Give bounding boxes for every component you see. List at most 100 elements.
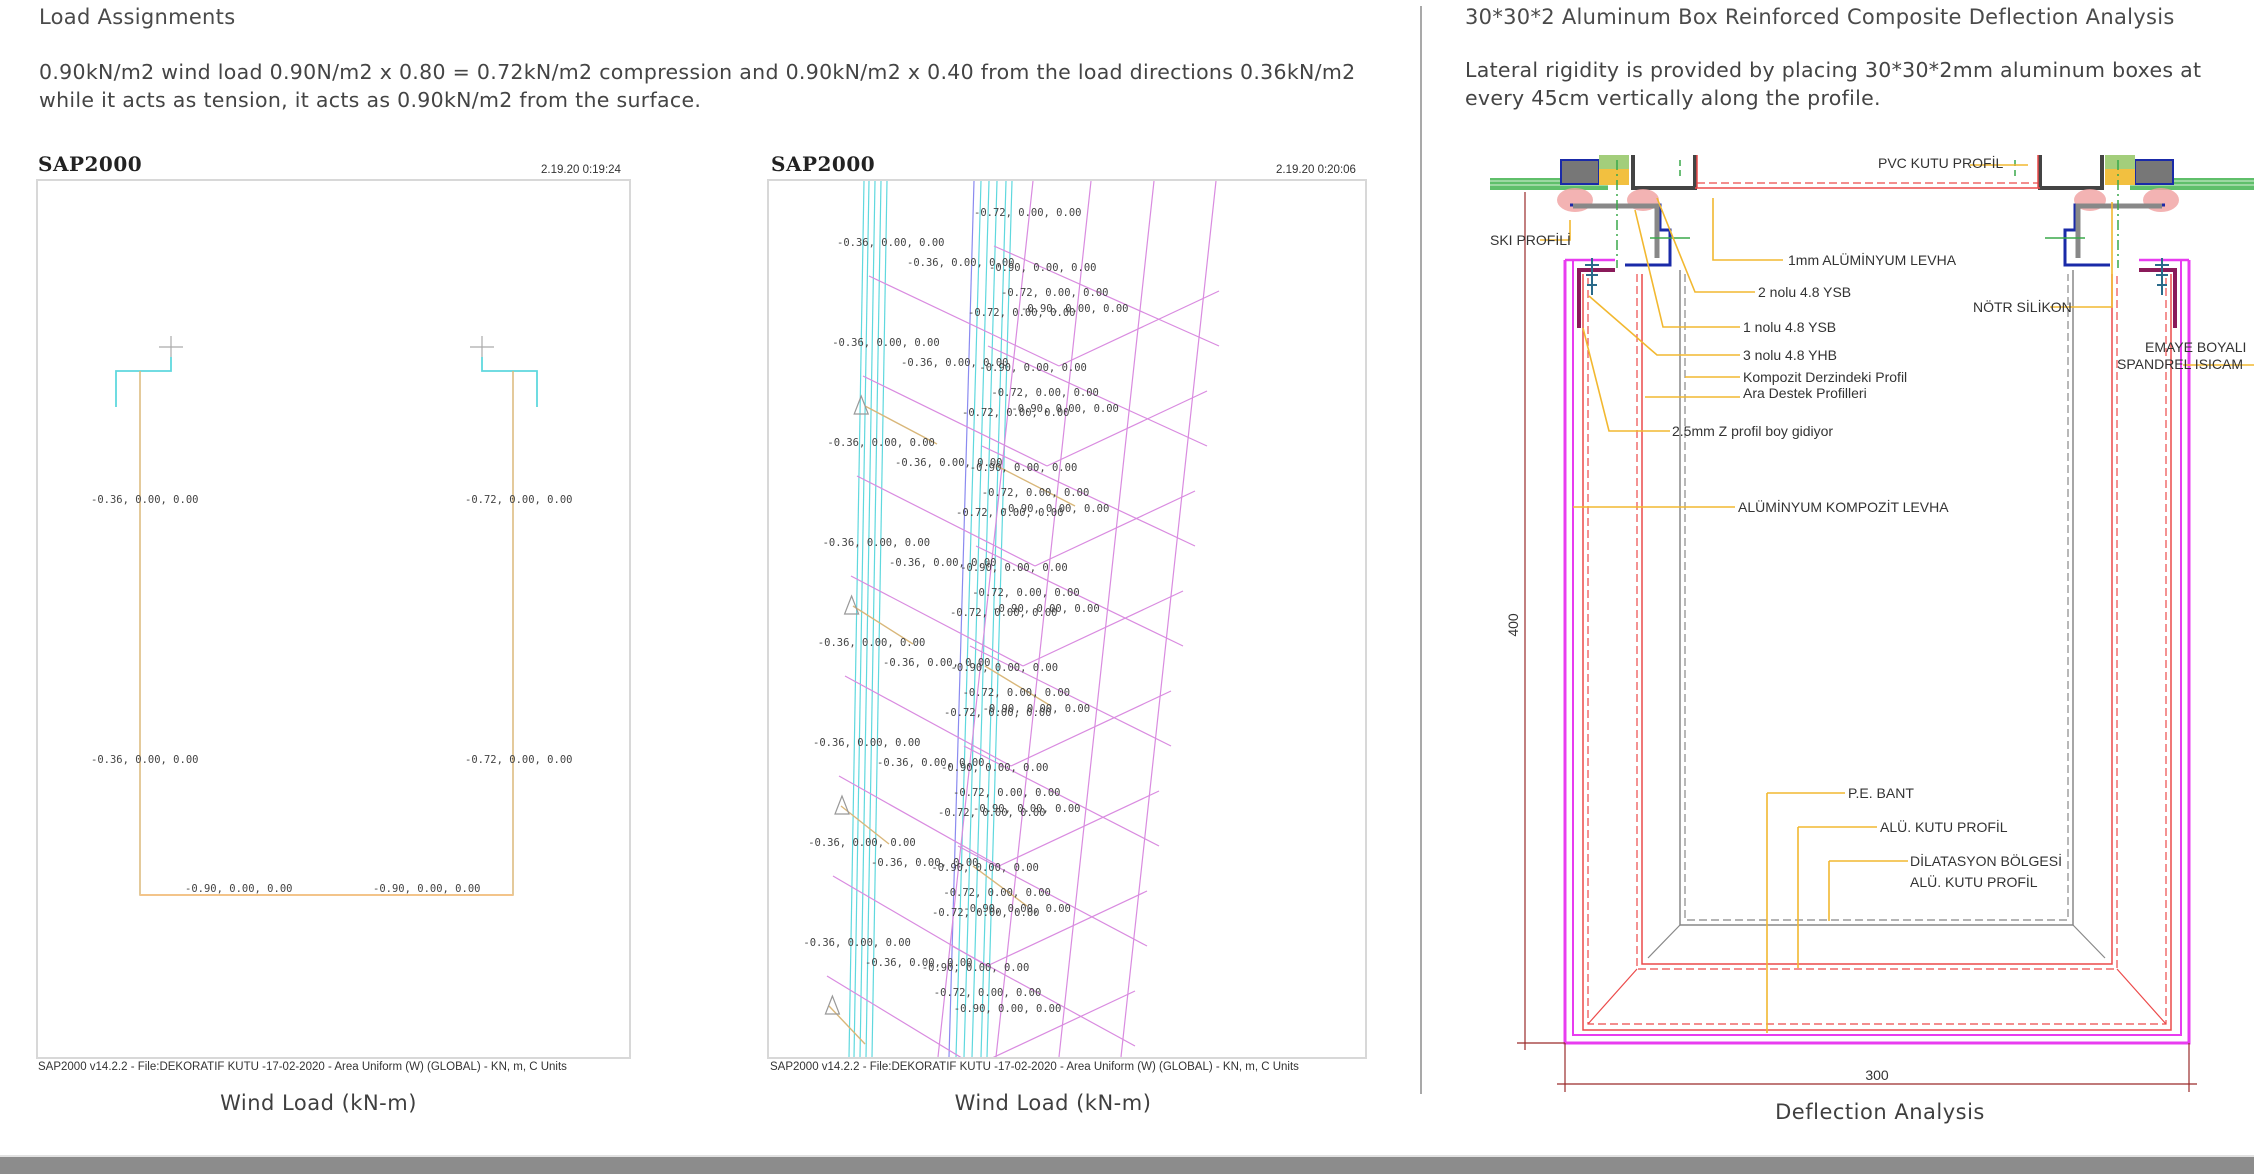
panel2-load-label: -0.90, 0.00, 0.00 [922, 962, 1029, 974]
violet-diagonal [1034, 490, 1196, 567]
panel2-load-label: -0.72, 0.00, 0.00 [968, 307, 1075, 319]
violet-diagonal [862, 375, 1048, 467]
deflection-section-title: 30*30*2 Aluminum Box Reinforced Composit… [1465, 5, 2175, 29]
violet-diagonal [957, 845, 1148, 947]
panel2-load-label: -0.90, 0.00, 0.00 [973, 803, 1080, 815]
violet-diagonal [826, 975, 962, 1057]
section-divider [1420, 6, 1422, 1094]
violet-diagonal [992, 990, 1136, 1057]
cyan-column-line [948, 181, 975, 1057]
panel2-load-label: -0.72, 0.00, 0.00 [934, 987, 1041, 999]
panel2-load-label: -0.36, 0.00, 0.00 [823, 537, 930, 549]
tan-diagonal [972, 865, 1028, 907]
violet-diagonal [987, 345, 1208, 447]
support-triangle-icon [843, 594, 860, 615]
cyan-column-line [859, 181, 876, 1057]
panel2-load-label: -0.36, 0.00, 0.00 [865, 957, 972, 969]
callout-alu-kutu-profil: ALÜ. KUTU PROFİL [1880, 818, 2008, 835]
panel1-frame: -0.36, 0.00, 0.00 -0.72, 0.00, 0.00 -0.3… [36, 179, 631, 1059]
dimension-width-label: 300 [1865, 1067, 1889, 1083]
panel2-footer: SAP2000 v14.2.2 - File:DEKORATIF KUTU -1… [770, 1061, 1299, 1073]
panel2-load-label: -0.90, 0.00, 0.00 [989, 262, 1096, 274]
load-assignments-text: 0.90kN/m2 wind load 0.90N/m2 x 0.80 = 0.… [39, 60, 1356, 112]
panel2-load-label: -0.90, 0.00, 0.00 [960, 562, 1067, 574]
load-assignments-title: Load Assignments [39, 5, 236, 29]
panel2-load-label: -0.72, 0.00, 0.00 [972, 587, 1079, 599]
panel2-load-label: -0.90, 0.00, 0.00 [992, 603, 1099, 615]
violet-diagonal [998, 790, 1160, 867]
panel2-load-label: -0.36, 0.00, 0.00 [877, 757, 984, 769]
violet-diagonal [1022, 590, 1184, 667]
callout-baski-profili: SKI PROFİLİ [1490, 231, 1571, 248]
deflection-drawing: 400 300 PVC KU [1490, 154, 2254, 1092]
screw-right-icon [2155, 258, 2169, 295]
joint-assembly-left [1557, 155, 1697, 268]
panel1-label: -0.36, 0.00, 0.00 [91, 754, 198, 766]
violet-diagonal [838, 775, 1000, 867]
panel2-load-label: -0.90, 0.00, 0.00 [1011, 403, 1118, 415]
violet-diagonal [981, 445, 1196, 547]
panel1-label: -0.90, 0.00, 0.00 [373, 883, 480, 895]
panel2-load-label: -0.90, 0.00, 0.00 [963, 903, 1070, 915]
panel1-cyan-bracket-left [115, 357, 172, 407]
panel2-load-label: -0.72, 0.00, 0.00 [953, 787, 1060, 799]
panel2-load-label: -0.72, 0.00, 0.00 [943, 887, 1050, 899]
cyan-column-line [963, 181, 990, 1057]
panel1-brand: SAP2000 [38, 152, 143, 176]
violet-column-line [1120, 181, 1217, 1057]
joint-cross-left-icon [159, 336, 183, 357]
violet-diagonal [951, 945, 1136, 1047]
violet-diagonal [963, 745, 1160, 847]
panel1-label: -0.72, 0.00, 0.00 [465, 494, 572, 506]
violet-diagonal [868, 275, 1060, 367]
panel2-load-label: -0.90, 0.00, 0.00 [931, 862, 1038, 874]
violet-diagonal [986, 890, 1148, 967]
callout-notr-silikon: NÖTR SİLİKON [1973, 298, 2072, 315]
panel2-load-label: -0.36, 0.00, 0.00 [871, 857, 978, 869]
panel2-load-label: -0.72, 0.00, 0.00 [932, 907, 1039, 919]
panel2-load-label: -0.90, 0.00, 0.00 [1021, 303, 1128, 315]
cyan-column-line [848, 181, 865, 1057]
panel2-load-label: -0.72, 0.00, 0.00 [963, 687, 1070, 699]
panel1-label: -0.72, 0.00, 0.00 [465, 754, 572, 766]
deflection-drawing-area: 400 300 PVC KU [1485, 150, 2254, 1095]
cyan-column-line [971, 181, 998, 1057]
callout-1-nolu-ysb: 1 nolu 4.8 YSB [1743, 319, 1836, 335]
violet-column-line [1058, 181, 1155, 1057]
callout-z-profil: 2.5mm Z profil boy gidiyor [1672, 423, 1833, 439]
deflection-caption: Deflection Analysis [1775, 1100, 1985, 1124]
violet-diagonal [993, 245, 1220, 347]
cyan-column-line [980, 181, 1007, 1057]
support-triangle-icon [824, 994, 841, 1015]
panel2-load-label: -0.36, 0.00, 0.00 [837, 237, 944, 249]
tan-diagonal [828, 1005, 866, 1045]
panel2-load-label: -0.36, 0.00, 0.00 [883, 657, 990, 669]
panel2-load-label: -0.90, 0.00, 0.00 [954, 1003, 1061, 1015]
panel1-caption: Wind Load (kN-m) [220, 1091, 417, 1115]
panel2-caption: Wind Load (kN-m) [954, 1091, 1152, 1115]
callout-kompozit-profil: Kompozit Derzindeki Profil [1743, 369, 1907, 385]
panel1-label: -0.90, 0.00, 0.00 [185, 883, 292, 895]
violet-diagonal [975, 545, 1184, 647]
violet-column-line [995, 181, 1092, 1057]
panel2-load-label: -0.72, 0.00, 0.00 [950, 607, 1057, 619]
panel2-load-label: -0.72, 0.00, 0.00 [991, 387, 1098, 399]
support-triangle-icon [834, 794, 850, 815]
callout-alu-kutu-profil-2: ALÜ. KUTU PROFİL [1910, 873, 2038, 890]
panel2-load-label: -0.72, 0.00, 0.00 [944, 707, 1051, 719]
panel2-timestamp: 2.19.20 0:20:06 [1276, 164, 1356, 176]
panel2-load-label: -0.72, 0.00, 0.00 [962, 407, 1069, 419]
dimension-height-label: 400 [1505, 613, 1521, 637]
panel1-drawing: -0.36, 0.00, 0.00 -0.72, 0.00, 0.00 -0.3… [91, 336, 572, 896]
panel1-label: -0.36, 0.00, 0.00 [91, 494, 198, 506]
dimension-height [1517, 192, 1565, 1050]
screw-left-icon [1585, 258, 1599, 295]
dimension-width [1557, 1043, 2197, 1092]
panel2-load-label: -0.90, 0.00, 0.00 [951, 662, 1058, 674]
violet-diagonal [850, 575, 1024, 667]
panel2-load-label: -0.36, 0.00, 0.00 [901, 357, 1008, 369]
panel2-load-label: -0.72, 0.00, 0.00 [938, 807, 1045, 819]
callout-pvc-kutu-profil: PVC KUTU PROFİL [1878, 154, 2003, 171]
panel2-frame: -0.36, 0.00, 0.00 -0.36, 0.00, 0.00 -0.72,… [767, 179, 1367, 1059]
red-box-inner [1587, 274, 2167, 1025]
